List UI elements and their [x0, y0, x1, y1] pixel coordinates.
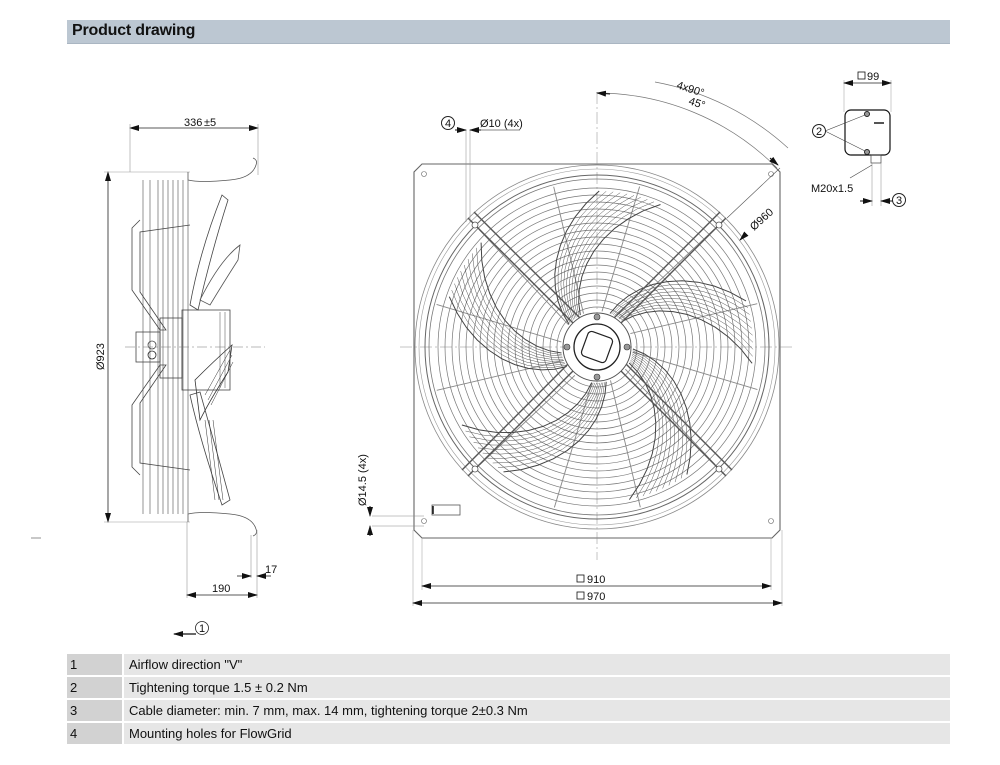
- guard-spoke: [553, 186, 584, 314]
- guard-spoke: [479, 229, 569, 326]
- guard-ring: [507, 257, 687, 437]
- guard-spoke: [632, 351, 758, 391]
- legend-number: 2: [67, 677, 122, 698]
- section-title: Product drawing: [72, 22, 196, 39]
- guard-ring: [458, 208, 736, 486]
- side-diameter-dimension: Ø923: [95, 343, 107, 370]
- guard-ring: [528, 278, 666, 416]
- outer-square-dimension: 970: [587, 591, 605, 603]
- cable-callout-3: 3: [896, 195, 902, 207]
- screw-callout-2: 2: [816, 126, 822, 138]
- legend-description: Cable diameter: min. 7 mm, max. 14 mm, t…: [122, 700, 950, 721]
- guard-ring: [444, 194, 750, 500]
- legend-row: 1 Airflow direction "V": [67, 654, 950, 675]
- airflow-callout: 1: [199, 623, 205, 635]
- guard-spoke: [625, 368, 715, 465]
- guard-spoke: [436, 303, 562, 343]
- legend-row: 3 Cable diameter: min. 7 mm, max. 14 mm,…: [67, 700, 950, 721]
- guard-ring: [542, 292, 652, 402]
- depth-tolerance: ±5: [204, 117, 216, 129]
- guard-ring: [500, 250, 694, 444]
- legend-number: 3: [67, 700, 122, 721]
- guard-spoke: [618, 229, 715, 319]
- guard-ring: [535, 285, 659, 409]
- fan-blade: [628, 348, 692, 500]
- guard-ring: [521, 271, 673, 423]
- guard-spoke: [436, 360, 564, 391]
- front-view: [367, 81, 795, 606]
- guard-spoke: [479, 375, 576, 465]
- guard-spoke: [601, 186, 641, 312]
- mount-hole-dimension: Ø14.5 (4x): [357, 454, 369, 506]
- fan-blade: [554, 190, 661, 325]
- fan-blade: [609, 280, 754, 364]
- depth-dimension: 336: [184, 117, 202, 129]
- guard-ring: [486, 236, 708, 458]
- side-view: [31, 124, 271, 637]
- hole-dimension: Ø10 (4x): [480, 118, 523, 130]
- offset-dimension-190: 190: [212, 583, 230, 595]
- hole-callout-4: 4: [445, 118, 451, 130]
- offset-dimension-17: 17: [265, 564, 277, 576]
- fan-blade: [448, 242, 567, 371]
- legend-number: 4: [67, 723, 122, 744]
- guard-ring: [451, 201, 743, 493]
- fan-blade: [461, 381, 607, 473]
- guard-spoke: [610, 380, 641, 508]
- box-size-dimension: 99: [867, 71, 879, 83]
- legend-number: 1: [67, 654, 122, 675]
- cable-gland-label: M20x1.5: [811, 183, 853, 195]
- guard-spoke: [630, 303, 758, 334]
- legend-description: Mounting holes for FlowGrid: [122, 723, 950, 744]
- legend-row: 4 Mounting holes for FlowGrid: [67, 723, 950, 744]
- legend-row: 2 Tightening torque 1.5 ± 0.2 Nm: [67, 677, 950, 698]
- angle-dimension-45: 45°: [687, 95, 707, 112]
- terminal-box: [812, 71, 906, 207]
- circle-diameter-dimension: Ø960: [748, 206, 776, 233]
- legend-description: Airflow direction "V": [122, 654, 950, 675]
- legend-table: 1 Airflow direction "V" 2 Tightening tor…: [67, 652, 950, 746]
- guard-ring: [465, 215, 729, 479]
- guard-ring: [437, 187, 757, 507]
- guard-ring: [479, 229, 715, 465]
- inner-square-dimension: 910: [587, 574, 605, 586]
- guard-ring: [493, 243, 701, 451]
- legend-description: Tightening torque 1.5 ± 0.2 Nm: [122, 677, 950, 698]
- guard-ring: [549, 299, 645, 395]
- section-header: Product drawing: [67, 20, 950, 44]
